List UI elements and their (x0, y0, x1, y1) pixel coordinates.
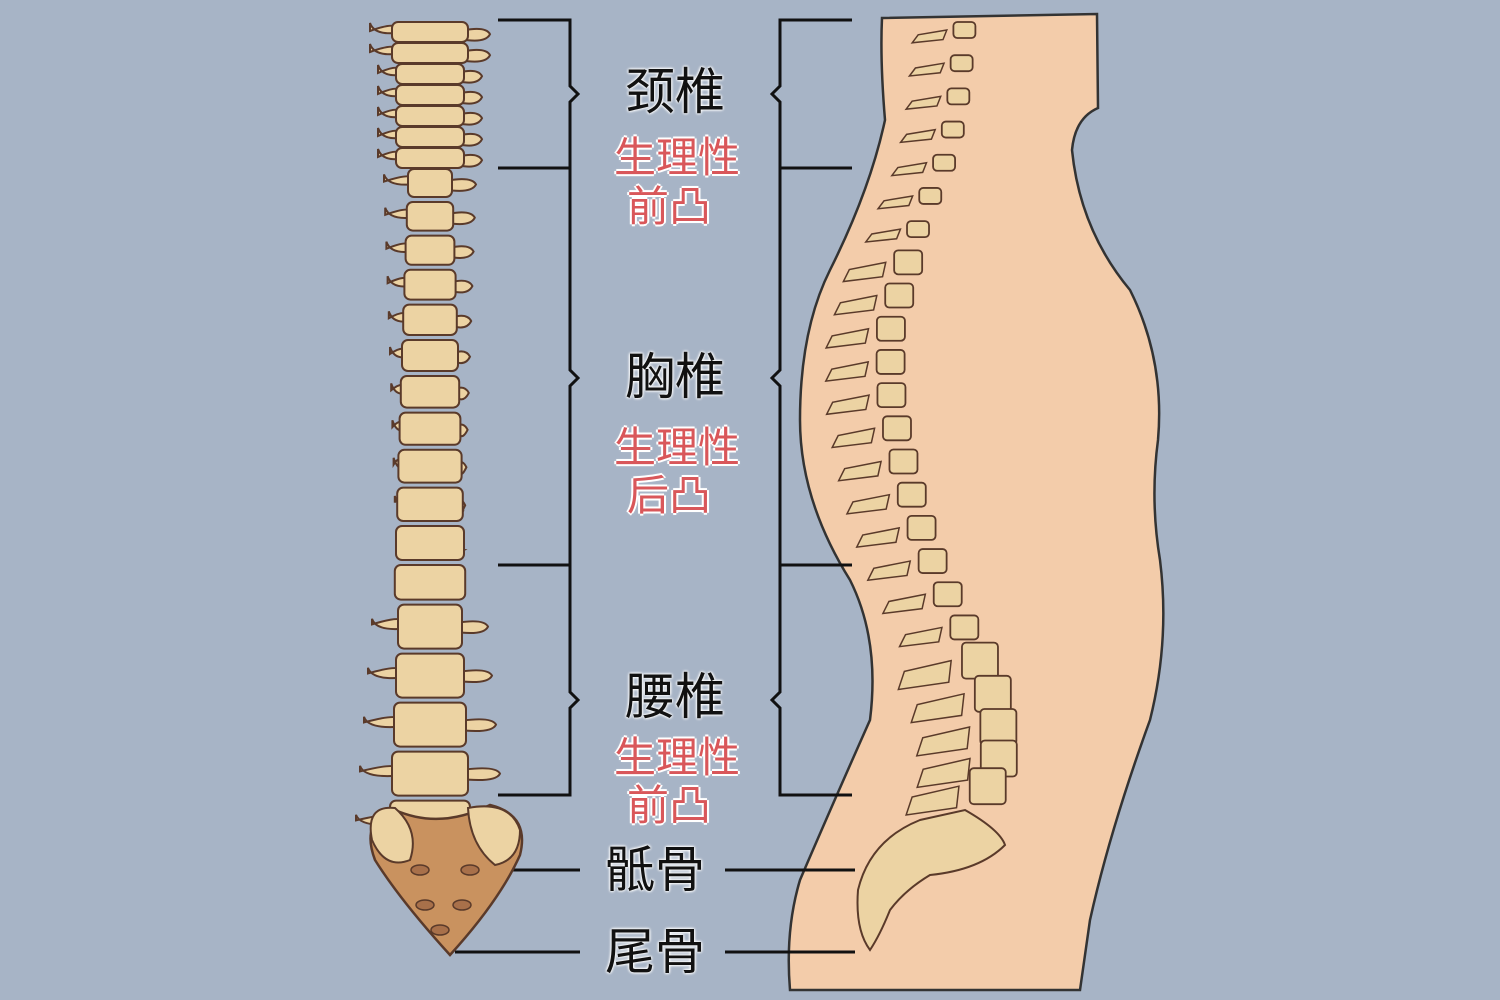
vertebra (395, 126, 465, 148)
spinous-process (864, 228, 902, 243)
spinous-process (855, 526, 901, 548)
vertebra (876, 315, 906, 342)
body-silhouette (787, 12, 1165, 992)
vertebra (893, 249, 924, 276)
vertebra (906, 220, 930, 239)
vertebra (949, 54, 974, 73)
sacrum-wing (369, 805, 522, 867)
vertebra (940, 120, 965, 139)
vertebra (973, 674, 1012, 713)
label-thoracic-curve-2: 后凸 (626, 471, 712, 520)
vertebra (906, 514, 937, 541)
vertebra (393, 701, 467, 748)
spinous-process (824, 327, 870, 349)
label-cervical-curve-2: 前凸 (626, 182, 712, 231)
spinous-process (904, 95, 942, 111)
vertebra (391, 21, 469, 43)
sacrum-coccyx (856, 808, 1007, 952)
vertebra (876, 382, 907, 409)
label-thoracic-curve-1: 生理性 (613, 423, 741, 472)
vertebra (396, 486, 464, 523)
vertebra (949, 614, 980, 641)
vertebra (393, 564, 467, 601)
spinous-process (866, 560, 912, 582)
spinous-process (915, 726, 971, 757)
vertebra (395, 105, 465, 127)
vertebra (397, 603, 463, 650)
sacral-foramen (460, 864, 480, 876)
sacral-foramen (410, 864, 430, 876)
vertebra (395, 84, 465, 106)
vertebra (875, 349, 906, 375)
spinous-process (845, 493, 891, 515)
vertebra (961, 641, 999, 680)
vertebra (404, 234, 456, 266)
vertebra (952, 21, 977, 39)
spinous-process (890, 161, 928, 177)
label-lumbar-curve-1: 生理性 (613, 733, 741, 782)
vertebra (882, 415, 912, 442)
spinous-process (842, 261, 887, 283)
vertebra (405, 201, 455, 232)
spinous-process (833, 294, 878, 316)
vertebra (395, 652, 465, 699)
vertebra (395, 147, 465, 169)
spinous-process (876, 194, 914, 210)
vertebra (395, 525, 465, 561)
spinous-process (898, 626, 943, 648)
vertebra (402, 303, 458, 337)
spinous-process (830, 427, 876, 449)
label-coccyx: 尾骨 (605, 923, 705, 981)
vertebra (403, 268, 457, 301)
vertebra (932, 581, 963, 608)
vertebra (398, 411, 462, 446)
label-lumbar: 腰椎 (625, 668, 725, 726)
spinous-process (898, 128, 937, 144)
sacral-foramen (452, 899, 472, 911)
spinous-process (910, 29, 948, 44)
vertebra (407, 168, 453, 198)
spinous-process (905, 785, 960, 816)
vertebra (399, 375, 461, 409)
vertebra (391, 42, 469, 64)
label-thoracic: 胸椎 (625, 348, 725, 406)
spinous-process (897, 659, 953, 691)
spinous-process (824, 360, 870, 383)
vertebra (932, 153, 956, 172)
left-brackets (455, 18, 581, 954)
spinous-process (837, 460, 883, 482)
vertebra (395, 63, 465, 85)
label-lumbar-curve-2: 前凸 (626, 781, 712, 830)
vertebra (968, 767, 1007, 806)
vertebra (401, 339, 459, 372)
vertebra (896, 481, 927, 508)
vertebra (397, 448, 463, 484)
spinous-process (825, 394, 871, 416)
vertebra (946, 87, 971, 106)
label-sacrum: 骶骨 (605, 841, 705, 899)
right-brackets (725, 18, 855, 954)
vertebra (917, 548, 948, 574)
spinous-process (910, 692, 965, 724)
vertebra (888, 448, 919, 475)
lateral-spine (824, 21, 1018, 952)
label-cervical: 颈椎 (625, 63, 725, 121)
frontal-spine (355, 21, 524, 957)
spinous-process (907, 62, 946, 77)
sacral-foramen (430, 924, 450, 936)
label-cervical-curve-1: 生理性 (613, 133, 741, 182)
spinous-process (916, 757, 971, 789)
sacral-foramen (415, 899, 435, 911)
spinous-process (881, 593, 927, 615)
vertebra (918, 187, 943, 205)
vertebra (884, 282, 915, 309)
vertebra (391, 750, 469, 797)
